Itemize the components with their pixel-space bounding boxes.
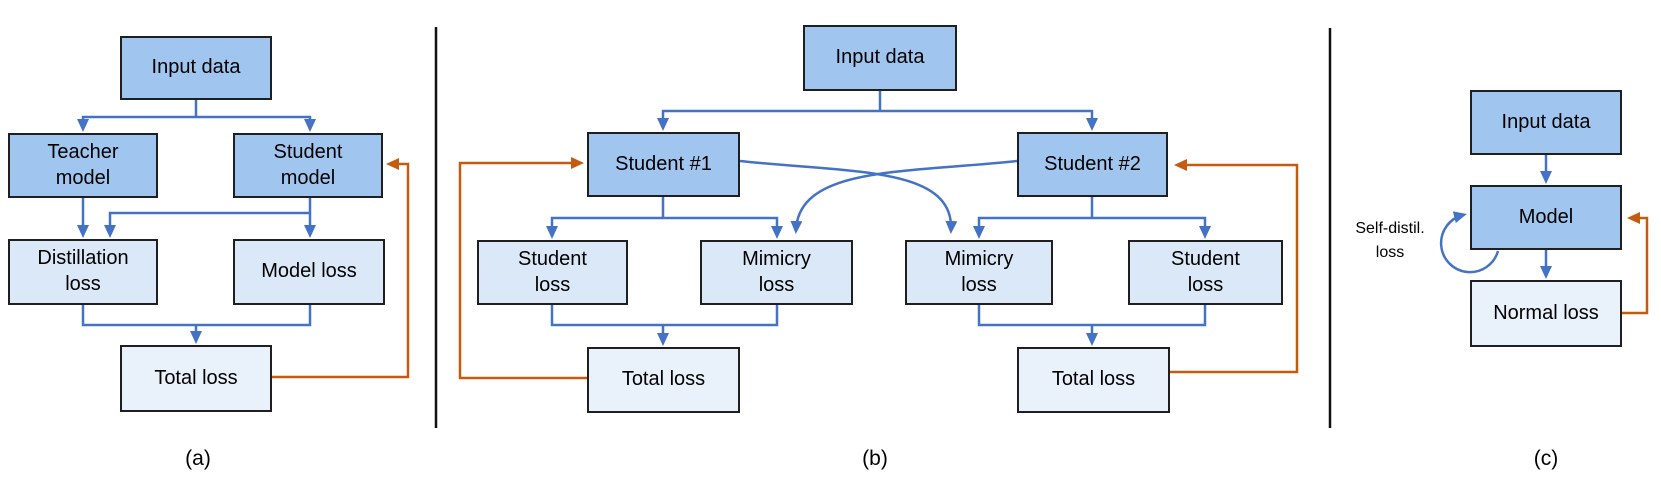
node-b-student-2: Student #2 [1017,132,1168,197]
panel-label-c: (c) [1533,447,1559,470]
node-c-normal-loss: Normal loss [1470,280,1622,347]
node-a-input-data: Input data [120,36,272,100]
node-a-teacher-model: Teacher model [8,133,158,198]
edge-b-student1-to-studentloss1 [546,216,663,239]
node-b-mimicry-loss-1: Mimicry loss [700,240,853,305]
edge-b-input-to-student2 [880,109,1098,131]
edge-a-distillation-join [81,305,196,327]
panel-label-a: (a) [185,447,211,470]
edge-b-input-to-student1 [657,109,880,131]
edge-a-student-to-distillation [104,211,310,238]
edge-b-student2-cross-to-mimicryloss1 [790,159,1018,234]
node-a-distillation-loss: Distillation loss [8,239,158,305]
node-b-total-loss-1: Total loss [587,347,740,413]
edge-a-input-to-student [196,115,316,132]
edge-b-studentloss2-join [1092,305,1207,327]
self-distillation-loss-label: Self-distil. loss [1355,220,1425,261]
node-b-input-data: Input data [803,25,957,91]
edge-a-modelloss-join [196,305,312,327]
edge-a-input-to-teacher [77,115,196,132]
edge-b-studentloss1-join [550,305,663,327]
node-c-input-data: Input data [1470,90,1622,155]
node-a-student-model: Student model [233,133,383,198]
node-b-student-loss-1: Student loss [477,240,628,305]
node-a-model-loss: Model loss [233,239,385,305]
edge-b-student2-to-mimicryloss2 [973,216,1092,239]
edge-b-total2-feedback-to-student2 [1170,159,1299,374]
edge-b-student2-to-studentloss2 [1092,216,1211,239]
edge-b-mimicryloss1-join [663,305,779,327]
edge-c-self-distillation-loop [1439,211,1500,274]
edge-c-normalloss-feedback-to-model [1622,212,1649,315]
panel-label-b: (b) [862,447,888,470]
node-b-student-loss-2: Student loss [1128,240,1283,305]
node-b-student-1: Student #1 [587,132,740,197]
edge-b-student1-to-mimicryloss1 [663,216,783,239]
node-c-model: Model [1470,185,1622,250]
node-b-total-loss-2: Total loss [1017,347,1170,413]
edge-b-student1-cross-to-mimicryloss2 [739,159,958,234]
edge-b-mimicryloss2-join [977,305,1092,327]
node-b-mimicry-loss-2: Mimicry loss [905,240,1053,305]
edge-b-total1-feedback-to-student1 [458,157,587,380]
node-a-total-loss: Total loss [120,345,272,412]
edge-a-total-feedback-to-student [272,158,410,379]
